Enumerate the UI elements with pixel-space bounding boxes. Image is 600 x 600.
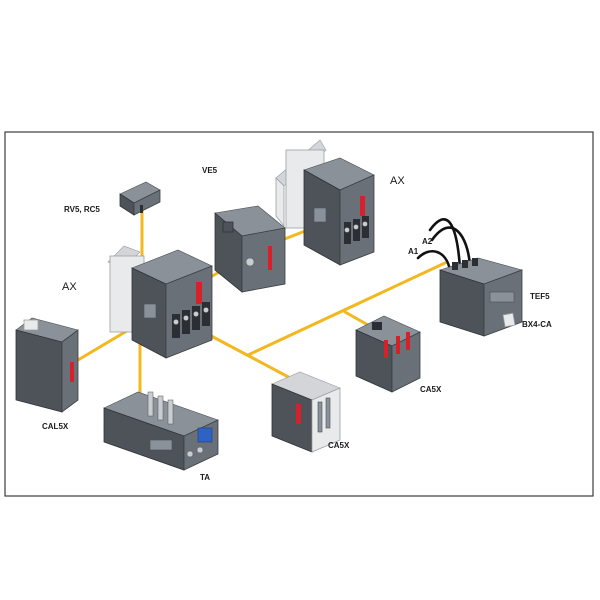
wire-a2 [428, 218, 462, 270]
ax-contactor-left [107, 245, 213, 359]
label-ca5x-right: CA5X [420, 385, 442, 394]
wire-a2-b [430, 226, 472, 268]
coil-wires [416, 218, 472, 272]
label-tef5: TEF5 [530, 292, 550, 301]
label-bx4-ca: BX4-CA [522, 320, 552, 329]
wire-a1 [416, 249, 452, 272]
ca5x-front-auxiliary-right [355, 315, 421, 393]
label-ax-left: AX [62, 281, 77, 293]
label-rv5-rc5: RV5, RC5 [64, 205, 100, 214]
label-ve5: VE5 [202, 166, 218, 175]
connector-bus-to-tef5 [246, 261, 447, 357]
label-a1: A1 [408, 247, 419, 256]
ax-contactor-top [275, 139, 375, 266]
label-ax-top: AX [390, 175, 405, 187]
label-ta: TA [200, 473, 210, 482]
label-cal5x: CAL5X [42, 422, 69, 431]
label-a2: A2 [422, 237, 433, 246]
connector-bus-to-ca5x-right [343, 310, 370, 327]
rv5-rc5-surge-suppressor [119, 181, 161, 216]
bx4-ca-cover [502, 312, 516, 328]
label-ca5x-bottom: CA5X [328, 441, 350, 450]
ca5x-front-auxiliary-bottom [271, 371, 341, 453]
component-labels: VE5 RV5, RC5 AX AX A2 A1 TEF5 BX4-CA CA5… [42, 166, 552, 482]
ve5-interlock-unit [214, 205, 286, 293]
cal5x-side-auxiliary [15, 317, 79, 413]
ta-thermal-overload-relay [103, 391, 219, 471]
diagram-frame [4, 131, 594, 497]
